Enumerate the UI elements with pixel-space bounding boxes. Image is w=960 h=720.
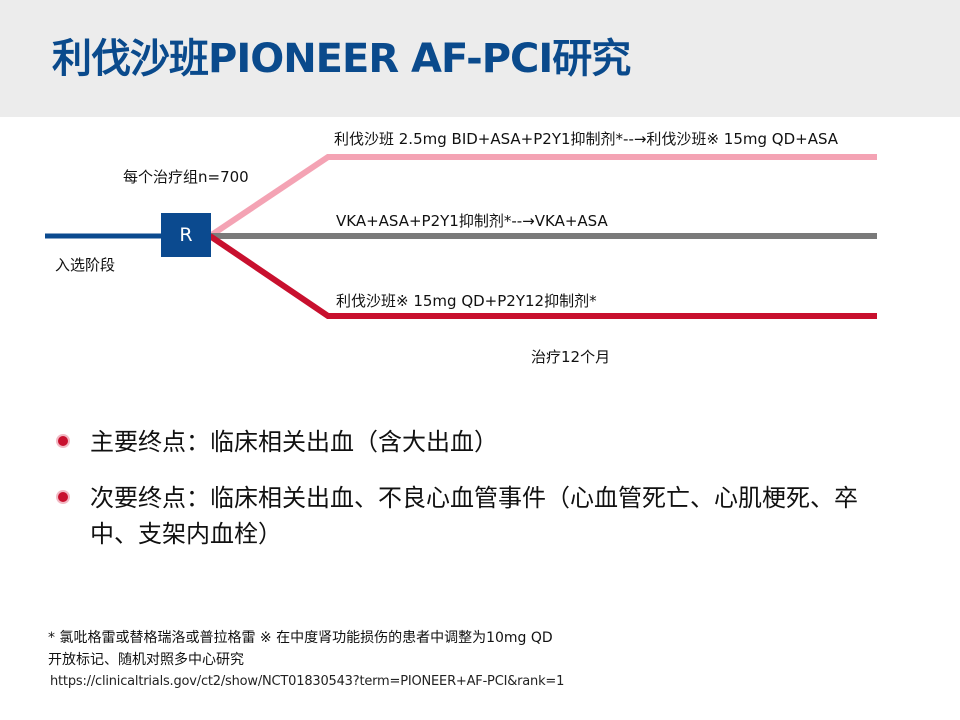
source-link[interactable]: https://clinicaltrials.gov/ct2/show/NCT0… bbox=[50, 674, 565, 689]
randomization-box: R bbox=[161, 213, 211, 257]
arm-label-rivaroxaban-15mg: 利伐沙班※ 15mg QD+P2Y12抑制剂* bbox=[336, 292, 597, 310]
group-size-label: 每个治疗组n=700 bbox=[123, 168, 249, 186]
enrollment-label: 入选阶段 bbox=[55, 256, 116, 274]
bullet-icon bbox=[56, 490, 70, 504]
bullet-icon bbox=[56, 434, 70, 448]
footnote-design: 开放标记、随机对照多中心研究 bbox=[48, 652, 244, 668]
footnotes: * 氯吡格雷或替格瑞洛或普拉格雷 ※ 在中度肾功能损伤的患者中调整为10mg Q… bbox=[48, 627, 553, 671]
arm-line-rivaroxaban-15mg bbox=[208, 233, 877, 319]
slide-title: 利伐沙班PIONEER AF-PCI研究 bbox=[52, 36, 631, 82]
title-bar: 利伐沙班PIONEER AF-PCI研究 bbox=[0, 0, 960, 117]
study-design-diagram bbox=[45, 154, 877, 319]
arm-label-rivaroxaban-2.5mg: 利伐沙班 2.5mg BID+ASA+P2Y1抑制剂*--→利伐沙班※ 15mg… bbox=[334, 130, 839, 148]
primary-endpoint-text: 主要终点：临床相关出血（含大出血） bbox=[90, 428, 498, 456]
arm-line-rivaroxaban-2.5mg bbox=[208, 154, 877, 239]
endpoint-list: 主要终点：临床相关出血（含大出血） 次要终点：临床相关出血、不良心血管事件（心血… bbox=[52, 424, 872, 572]
footnote-drugs: * 氯吡格雷或替格瑞洛或普拉格雷 ※ 在中度肾功能损伤的患者中调整为10mg Q… bbox=[48, 630, 553, 646]
secondary-endpoint: 次要终点：临床相关出血、不良心血管事件（心血管死亡、心肌梗死、卒中、支架内血栓） bbox=[52, 480, 872, 552]
arm-label-vka: VKA+ASA+P2Y1抑制剂*--→VKA+ASA bbox=[336, 212, 608, 230]
duration-label: 治疗12个月 bbox=[531, 348, 611, 366]
primary-endpoint: 主要终点：临床相关出血（含大出血） bbox=[52, 424, 872, 460]
secondary-endpoint-text: 次要终点：临床相关出血、不良心血管事件（心血管死亡、心肌梗死、卒中、支架内血栓） bbox=[90, 484, 858, 548]
